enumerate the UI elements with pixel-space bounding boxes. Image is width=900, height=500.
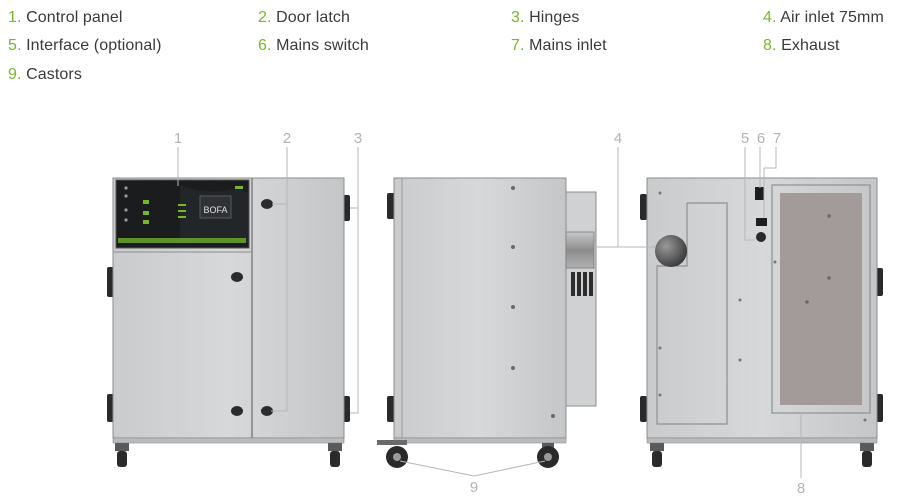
rear-hinges <box>640 194 883 422</box>
callout-7: 7 <box>773 130 781 147</box>
callout-9: 9 <box>470 479 478 496</box>
castors <box>115 443 342 467</box>
parts-legend: 1. Control panel 2. Door latch 3. Hinges… <box>0 0 900 95</box>
callout-1: 1 <box>174 130 182 147</box>
callout-5: 5 <box>741 130 749 147</box>
side-vent <box>571 272 593 296</box>
callout-lines <box>177 147 802 478</box>
callout-6: 6 <box>757 130 765 147</box>
legend-item-mains-inlet: 7. Mains inlet <box>511 37 607 54</box>
legend-item-castors: 9. Castors <box>8 66 82 83</box>
side-view <box>377 177 597 468</box>
legend-item-mains-switch: 6. Mains switch <box>258 37 369 54</box>
side-castors <box>377 440 559 468</box>
legend-item-hinges: 3. Hinges <box>511 9 580 26</box>
callout-2: 2 <box>283 130 291 147</box>
legend-item-door-latch: 2. Door latch <box>258 9 351 26</box>
rear-view <box>640 177 883 467</box>
callout-8: 8 <box>797 480 805 497</box>
control-panel: BOFA <box>115 179 250 249</box>
door-latches <box>231 199 273 416</box>
callout-4: 4 <box>614 130 622 147</box>
callout-numbers: 1 2 3 4 5 6 7 8 9 <box>174 130 805 497</box>
legend-item-exhaust: 8. Exhaust <box>763 37 840 54</box>
front-view: BOFA <box>107 177 350 467</box>
callout-3: 3 <box>354 130 362 147</box>
rear-castors <box>650 443 874 467</box>
hinges <box>107 195 350 422</box>
legend-item-control-panel: 1. Control panel <box>8 9 123 26</box>
brand-logo: BOFA <box>203 205 227 215</box>
legend-item-interface: 5. Interface (optional) <box>8 37 162 54</box>
legend-item-air-inlet: 4. Air inlet 75mm <box>763 9 884 26</box>
